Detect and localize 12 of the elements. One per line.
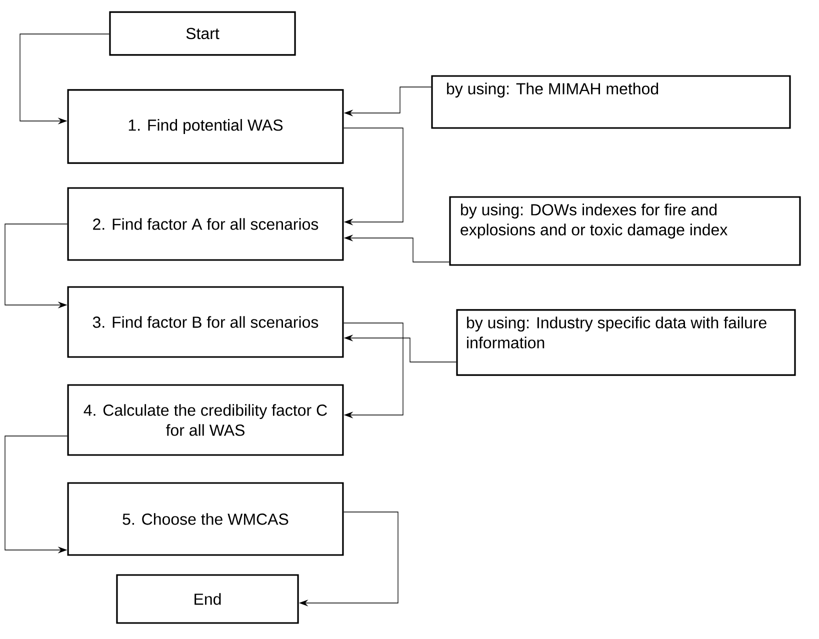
arrow [343, 322, 404, 418]
process-box: 2. Find factor A for all scenarios [67, 187, 344, 261]
process-box: 5. Choose the WMCAS [67, 482, 344, 556]
process-box: End [116, 574, 299, 624]
process-box: Start [109, 11, 296, 56]
process-box: 1. Find potential WAS [67, 89, 344, 164]
process-box: by using: DOWs indexes for fire and explosions and or toxic damage index [449, 196, 801, 266]
arrow [343, 128, 404, 226]
process-box: 4. Calculate the credibility factor C for all WAS [67, 384, 344, 456]
process-box: by using: The MIMAH method [431, 75, 791, 129]
process-box: 3. Find factor B for all scenarios [67, 286, 344, 358]
process-box: by using: Industry specific data with failure information [456, 309, 796, 376]
